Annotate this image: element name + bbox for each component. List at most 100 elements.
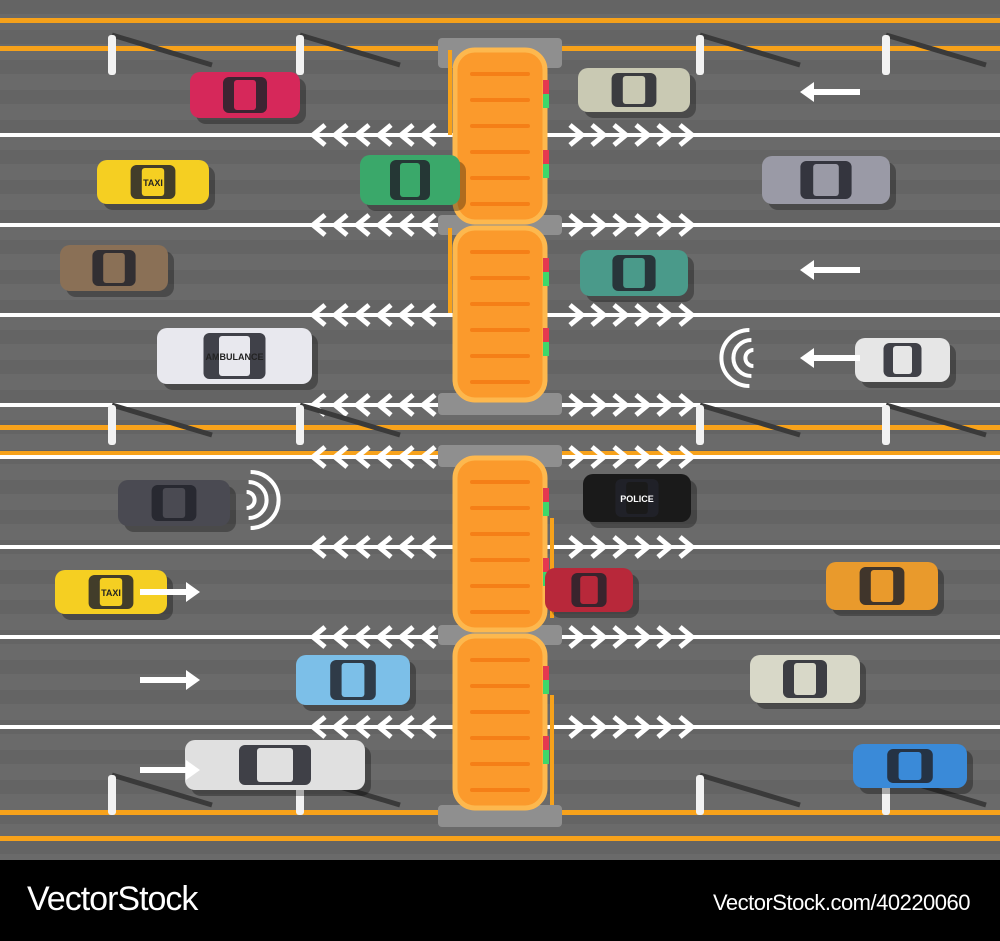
wireless-signal-icon [246, 490, 257, 510]
lamp-post [108, 405, 116, 445]
lamp-shadow [111, 32, 213, 68]
booth-roof-stripe [470, 684, 530, 688]
lamp-shadow [111, 402, 213, 438]
chevron-left-marking [375, 535, 393, 559]
chevron-left-marking [309, 303, 327, 327]
chevron-left-marking [331, 535, 349, 559]
booth-roof-stripe [470, 72, 530, 76]
arrow-left-icon [800, 260, 814, 280]
lamp-shadow [299, 32, 401, 68]
vehicle-sports-car [826, 562, 944, 616]
lamp-post [696, 35, 704, 75]
chevron-right-marking [678, 715, 696, 739]
green-signal-light [543, 750, 549, 764]
chevron-right-marking [590, 393, 608, 417]
booth-roof-stripe [470, 124, 530, 128]
chevron-right-marking [590, 123, 608, 147]
lamp-shadow [885, 32, 987, 68]
vehicle-sports-car [853, 744, 973, 794]
booth-roof-stripe [470, 98, 530, 102]
chevron-left-marking [419, 303, 437, 327]
chevron-right-marking [656, 625, 674, 649]
booth-roof-stripe [470, 584, 530, 588]
chevron-left-marking [353, 715, 371, 739]
vehicle-roof [341, 663, 365, 697]
barrier-gate [448, 50, 452, 135]
vehicle-roof [626, 482, 648, 514]
image-url: VectorStock.com/40220060 [712, 890, 971, 915]
chevron-left-marking [375, 445, 393, 469]
vehicle-roof [898, 752, 922, 780]
booth-roof-stripe [470, 658, 530, 662]
chevron-right-marking [634, 393, 652, 417]
chevron-left-marking [353, 213, 371, 237]
chevron-right-marking [612, 625, 630, 649]
chevron-left-marking [375, 715, 393, 739]
booth-roof-stripe [470, 506, 530, 510]
vehicle-taxi: TAXI [55, 570, 173, 620]
vehicle-sports-car [545, 568, 639, 618]
chevron-left-marking [309, 535, 327, 559]
vehicle-roof [870, 570, 894, 602]
chevron-right-marking [568, 303, 586, 327]
booth-roof-stripe [470, 532, 530, 536]
wireless-signal-icon [743, 348, 754, 368]
vehicle-sedan [296, 655, 416, 711]
booth-roof-stripe [470, 788, 530, 792]
chevron-right-marking [678, 625, 696, 649]
green-signal-light [543, 342, 549, 356]
green-signal-light [543, 502, 549, 516]
arrow-right-icon [186, 760, 200, 780]
vehicle-sedan [580, 250, 694, 302]
booth-roof-stripe [470, 276, 530, 280]
vehicle-roof [794, 663, 816, 695]
booth-roof-stripe [470, 710, 530, 714]
chevron-right-marking [590, 535, 608, 559]
chevron-right-marking [634, 715, 652, 739]
chevron-right-marking [656, 535, 674, 559]
chevron-left-marking [397, 393, 415, 417]
booth-roof-stripe [470, 150, 530, 154]
vehicle-roof [103, 253, 125, 283]
direction-arrow-shaft [140, 589, 188, 595]
footer-bar: VectorStock VectorStock.com/40220060 [0, 860, 1000, 941]
direction-arrow-shaft [812, 89, 860, 95]
chevron-left-marking [397, 213, 415, 237]
red-signal-light [543, 150, 549, 164]
chevron-left-marking [309, 715, 327, 739]
chevron-right-marking [612, 715, 630, 739]
asphalt-stripe [0, 0, 1000, 14]
chevron-right-marking [568, 715, 586, 739]
chevron-left-marking [331, 393, 349, 417]
chevron-left-marking [309, 123, 327, 147]
direction-arrow-shaft [140, 767, 188, 773]
vehicle-roof [622, 76, 646, 104]
chevron-left-marking [375, 303, 393, 327]
brand-logo: VectorStock [27, 880, 198, 918]
chevron-left-marking [397, 535, 415, 559]
chevron-right-marking [612, 303, 630, 327]
chevron-right-marking [568, 445, 586, 469]
lamp-post [108, 775, 116, 815]
chevron-right-marking [612, 535, 630, 559]
chevron-right-marking [656, 213, 674, 237]
chevron-right-marking [656, 393, 674, 417]
booth-roof-stripe [470, 380, 530, 384]
lamp-post [882, 405, 890, 445]
booth-roof-stripe [470, 480, 530, 484]
chevron-right-marking [678, 213, 696, 237]
chevron-right-marking [568, 393, 586, 417]
orange-lane-line [0, 836, 1000, 841]
wireless-signal-icon [731, 338, 752, 378]
lamp-post [296, 35, 304, 75]
lamp-shadow [111, 772, 213, 808]
chevron-right-marking [678, 123, 696, 147]
vehicle-pickup [60, 245, 174, 297]
vehicle-truck [185, 740, 371, 796]
vehicle-roof [400, 163, 420, 197]
chevron-left-marking [331, 303, 349, 327]
chevron-left-marking [375, 213, 393, 237]
chevron-right-marking [590, 445, 608, 469]
vehicle-ambulance: AMBULANCE [157, 328, 318, 390]
chevron-right-marking [612, 213, 630, 237]
